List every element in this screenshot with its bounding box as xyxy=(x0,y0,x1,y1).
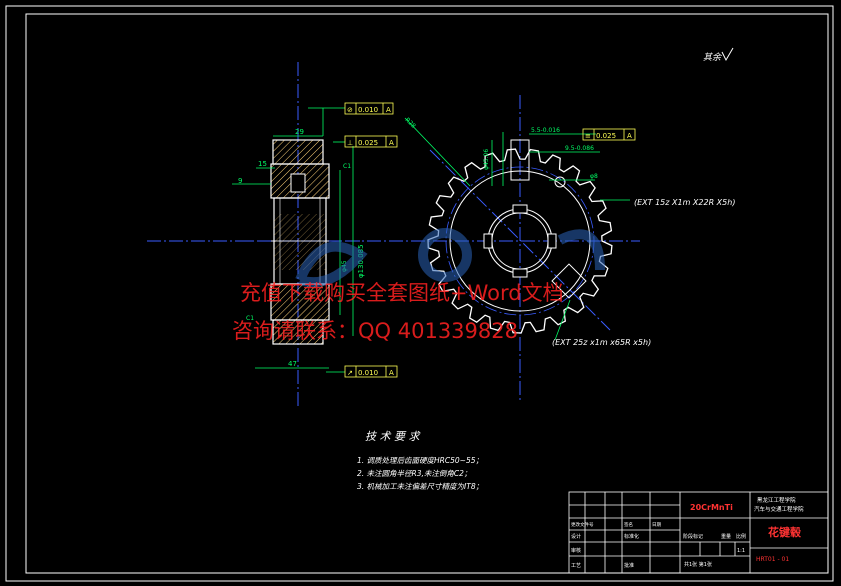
dim-chord: φ45.06 xyxy=(483,149,490,170)
tb-company-line-2: 汽车与交通工程学院 xyxy=(754,505,804,513)
svg-text:⊘: ⊘ xyxy=(347,106,353,114)
surface-finish-note: 其余 xyxy=(703,52,722,63)
tolerance-frame-4: ≡ 0.025 A xyxy=(582,128,636,141)
tech-requirement-2: 2. 未注圆角半径R3,未注倒角C2； xyxy=(357,469,471,478)
tb-part-name: 花键毂 xyxy=(768,525,802,539)
tb-date-label: 日期 xyxy=(652,522,661,528)
svg-text:≡: ≡ xyxy=(585,132,591,140)
dim-left-mid: 9 xyxy=(238,177,242,185)
svg-text:↗: ↗ xyxy=(347,369,353,377)
tb-ratio-label: 比例 xyxy=(736,533,746,540)
svg-text:A: A xyxy=(627,132,632,140)
tb-drawing-code: HRT01 - 01 xyxy=(756,556,789,563)
dim-left-small: 15 xyxy=(258,160,267,168)
side-dimensions xyxy=(232,107,354,373)
watermark-line-1: 充值下载购买全套图纸+Word文档 xyxy=(240,281,564,305)
svg-text:0.025: 0.025 xyxy=(596,132,616,140)
dim-keyway-depth: 9.5-0.086 xyxy=(565,145,594,152)
tb-weight-label: 重量 xyxy=(721,533,731,540)
outer-frame xyxy=(5,5,834,582)
tb-std-label: 标准化 xyxy=(624,533,639,540)
tolerance-frame-2: ⊥ 0.025 A xyxy=(344,135,398,148)
tech-requirement-1: 1. 调质处理后齿面硬度HRC50~55； xyxy=(357,456,483,465)
watermark-line-2: 咨询请联系：QQ 401339828 xyxy=(232,319,518,343)
svg-text:0.010: 0.010 xyxy=(358,106,378,114)
tb-design-label: 设计 xyxy=(571,533,581,540)
tb-company-line-1: 黑龙江工程学院 xyxy=(757,496,796,504)
spline-outer-label: (EXT 15z X1m X22R X5h) xyxy=(634,198,735,207)
dim-top-width: 29 xyxy=(295,128,304,136)
tolerance-frame-3: ↗ 0.010 A xyxy=(344,365,398,378)
tb-approve-label: 批准 xyxy=(624,562,634,569)
svg-text:0.025: 0.025 xyxy=(358,139,378,147)
dim-keyway-width: 5.5-0.016 xyxy=(531,127,560,134)
dim-angle: φ8 xyxy=(590,173,598,180)
svg-text:0.010: 0.010 xyxy=(358,369,378,377)
tb-material: 20CrMnTi xyxy=(690,503,733,512)
side-view xyxy=(270,139,330,345)
tb-change-label: 更改文件号 xyxy=(571,521,594,528)
tolerance-frame-1: ⊘ 0.010 A xyxy=(344,102,394,115)
tb-scale: 1:1 xyxy=(737,548,745,554)
surface-finish-icon xyxy=(721,47,734,62)
front-dimensions xyxy=(404,117,630,341)
inner-frame xyxy=(25,13,829,574)
svg-text:⊥: ⊥ xyxy=(347,139,353,147)
tb-process-label: 工艺 xyxy=(571,563,581,569)
dim-chamfer-top: C1 xyxy=(343,163,351,170)
watermark-logo-icon xyxy=(295,228,605,288)
svg-text:A: A xyxy=(389,369,394,377)
dim-chamfer-bottom: C1 xyxy=(246,315,254,322)
tb-check-label: 审核 xyxy=(571,547,581,554)
svg-text:A: A xyxy=(389,139,394,147)
tb-sign-label: 签名 xyxy=(624,521,633,528)
spline-inner-label: (EXT 25z x1m x65R x5h) xyxy=(552,338,651,347)
dim-radius: R28 xyxy=(404,116,417,129)
title-block xyxy=(568,491,829,574)
svg-text:A: A xyxy=(386,106,391,114)
tb-marking-label: 阶段标记 xyxy=(683,533,703,540)
tech-requirements-title: 技 术 要 求 xyxy=(365,430,421,443)
dim-bottom-width: 47 xyxy=(288,360,297,368)
tb-sheet: 共1张 第1张 xyxy=(684,561,712,568)
tech-requirement-3: 3. 机械加工未注偏差尺寸精度为IT8； xyxy=(357,482,483,491)
